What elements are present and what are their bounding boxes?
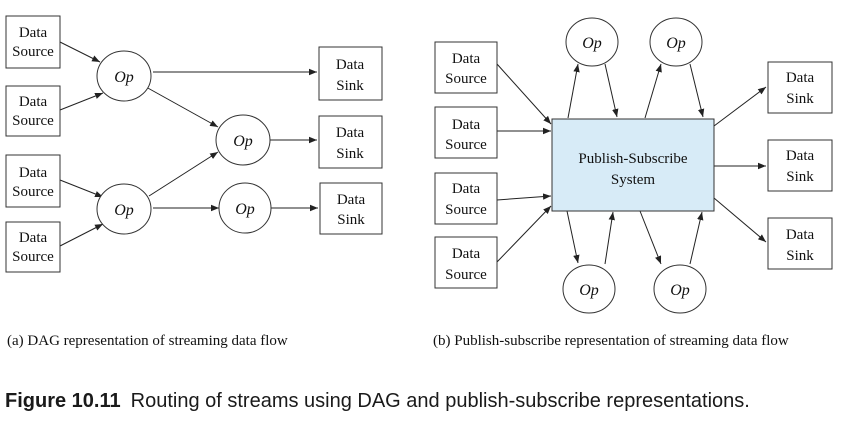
pubsub-diagram: Data Source Data Source Data Source Data… (434, 17, 833, 314)
edge-system-botop2 (639, 210, 662, 265)
pubsub-sink-1: Data Sink (767, 61, 833, 114)
edge-topop1-system (604, 63, 619, 118)
dag-sink-3: Data Sink (319, 182, 383, 235)
sink-label-line1: Data (786, 70, 815, 86)
dag-op-3: Op (215, 114, 271, 166)
pubsub-op-top-1: Op (565, 17, 619, 67)
sink-label-line2: Sink (786, 248, 814, 264)
op-label: Op (114, 69, 134, 86)
dag-op-1: Op (96, 50, 152, 102)
edge-psrc3-system (496, 193, 552, 201)
edge-system-psink1 (713, 86, 767, 127)
source-label-line2: Source (12, 44, 54, 60)
op-label: Op (666, 35, 686, 52)
sink-label-line1: Data (336, 57, 365, 73)
op-label: Op (582, 35, 602, 52)
dag-sink-1: Data Sink (318, 46, 383, 101)
figure-caption: Figure 10.11 Routing of streams using DAG… (5, 390, 750, 412)
pubsub-source-2: Data Source (434, 106, 498, 159)
source-label-line1: Data (19, 94, 48, 110)
source-label-line2: Source (12, 184, 54, 200)
edge-topop2-system (689, 63, 705, 118)
source-label-line2: Source (12, 249, 54, 265)
sink-label-line2: Sink (337, 212, 365, 228)
edge-system-psink3 (713, 197, 767, 243)
pubsub-system: Publish-Subscribe System (551, 118, 715, 212)
source-label-line1: Data (452, 117, 481, 133)
dag-diagram: Data Source Data Source Data Source Data… (5, 15, 383, 273)
source-label-line1: Data (452, 181, 481, 197)
edge-src4-op2 (59, 223, 104, 247)
dag-source-3: Data Source (5, 154, 61, 208)
source-label-line2: Source (445, 71, 487, 87)
edge-src2-op1 (59, 92, 104, 111)
pubsub-op-bottom-1: Op (562, 264, 616, 314)
edge-op2-op3 (148, 151, 219, 197)
sink-label-line2: Sink (786, 91, 814, 107)
pubsub-sink-2: Data Sink (767, 139, 833, 192)
edge-psrc1-system (496, 63, 552, 125)
dag-source-4: Data Source (5, 221, 61, 273)
pubsub-system-label-line1: Publish-Subscribe (578, 151, 688, 167)
pubsub-sink-3: Data Sink (767, 217, 833, 270)
op-label: Op (233, 133, 253, 150)
edge-botop2-system (689, 211, 704, 265)
sink-label-line1: Data (786, 227, 815, 243)
edge-psrc4-system (496, 205, 552, 263)
caption-b: (b) Publish-subscribe representation of … (433, 333, 789, 349)
edge-system-botop1 (566, 210, 580, 264)
dag-op-2: Op (96, 183, 152, 235)
sink-label-line2: Sink (786, 169, 814, 185)
edge-src1-op1 (59, 41, 101, 63)
edge-src3-op2 (59, 179, 104, 198)
sink-label-line2: Sink (336, 78, 364, 94)
source-label-line1: Data (19, 25, 48, 41)
pubsub-source-4: Data Source (434, 236, 498, 289)
source-label-line2: Source (445, 137, 487, 153)
sink-label-line2: Sink (336, 146, 364, 162)
dag-source-1: Data Source (5, 15, 61, 69)
pubsub-source-3: Data Source (434, 172, 498, 225)
op-label: Op (114, 202, 134, 219)
source-label-line1: Data (19, 165, 48, 181)
source-label-line2: Source (445, 267, 487, 283)
edge-system-topop2 (644, 63, 662, 119)
edge-system-topop1 (567, 63, 580, 119)
source-label-line2: Source (12, 113, 54, 129)
dag-sink-2: Data Sink (318, 115, 383, 169)
dag-source-2: Data Source (5, 85, 61, 137)
pubsub-system-label-line2: System (611, 172, 656, 188)
sink-label-line1: Data (336, 125, 365, 141)
source-label-line2: Source (445, 202, 487, 218)
source-label-line1: Data (452, 246, 481, 262)
dag-op-4: Op (218, 182, 272, 234)
op-label: Op (670, 282, 690, 299)
op-label: Op (235, 201, 255, 218)
edge-op1-op3 (145, 86, 219, 128)
source-label-line1: Data (452, 51, 481, 67)
sink-label-line1: Data (337, 192, 366, 208)
source-label-line1: Data (19, 230, 48, 246)
pubsub-source-1: Data Source (434, 41, 498, 94)
figure-number: Figure 10.11 (5, 390, 121, 412)
caption-a: (a) DAG representation of streaming data… (7, 333, 288, 349)
pubsub-op-bottom-2: Op (653, 264, 707, 314)
figure-title: Routing of streams using DAG and publish… (131, 390, 750, 412)
edge-botop1-system (604, 211, 615, 265)
pubsub-op-top-2: Op (649, 17, 703, 67)
op-label: Op (579, 282, 599, 299)
sink-label-line1: Data (786, 148, 815, 164)
